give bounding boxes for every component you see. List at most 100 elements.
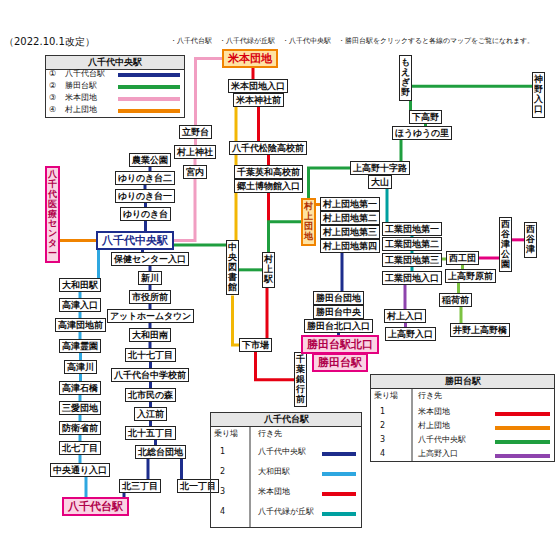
table-cell: 八千代中央駅 xyxy=(258,448,306,457)
table-cell: 米本団地 xyxy=(65,94,97,103)
bus-stop-box: 下市場 xyxy=(239,338,272,352)
stop-name: アットホームタウン xyxy=(110,311,191,321)
table-cell: 1 xyxy=(220,448,225,457)
route-bar xyxy=(118,109,180,113)
bus-stop-box: 千葉英和高校前 xyxy=(234,165,303,179)
table-cell: 行き先 xyxy=(258,430,282,439)
stop-name: 稲荷前 xyxy=(442,295,469,305)
table-cell: 行き先 xyxy=(418,392,442,401)
bus-stop-box: アットホームタウン xyxy=(107,309,194,323)
route-line xyxy=(196,59,223,126)
bus-stop-box: 八千代松陰高校前 xyxy=(229,141,307,155)
route-line xyxy=(252,68,255,79)
route-line xyxy=(309,168,351,198)
bus-stop-box: 工業団地第一 xyxy=(382,222,442,236)
stop-name: 高津川 xyxy=(67,362,94,372)
stop-name: 大和田駅 xyxy=(62,280,98,290)
stop-name: 大山 xyxy=(371,177,389,187)
table-cell: 村上団地 xyxy=(418,422,450,431)
bus-stop-box: 稲荷前 xyxy=(439,293,472,307)
route-line xyxy=(386,189,389,222)
stop-name: 高津団地前 xyxy=(58,320,103,330)
table-cell: 2 xyxy=(380,422,385,431)
table-cell: 八千代中央駅 xyxy=(418,436,466,445)
stop-name: 村上団地第二 xyxy=(323,213,377,223)
note-text: ・八千代台駅 ・八千代緑が丘駅 ・八千代中央駅 ・勝田台駅をクリックすると各線の… xyxy=(170,38,534,46)
stop-name: 大和田南 xyxy=(132,330,168,340)
table-cell: 4 xyxy=(380,450,385,459)
stop-name: 北総台団地 xyxy=(138,447,183,457)
stop-name: 村上団地 xyxy=(304,202,313,242)
stop-name: 高津石橋 xyxy=(62,383,98,393)
stop-name: 勝田台駅 xyxy=(318,356,362,369)
table-cell: 勝田台駅 xyxy=(65,82,97,91)
bus-stop-box: ゆりのき台一 xyxy=(115,189,175,203)
bus-stop-box: 工業団地第二 xyxy=(382,237,442,251)
stop-name: 工業団地第三 xyxy=(385,255,439,265)
terminal-station-box: 八千代台駅 xyxy=(62,497,129,516)
bus-stop-box: 勝田台北口入口 xyxy=(304,319,373,333)
stop-name: 勝田台中央 xyxy=(316,307,361,317)
bus-stop-box: 北総台団地 xyxy=(135,445,186,459)
stop-name: 千葉銀行前 xyxy=(296,355,305,404)
bus-stop-box: ほうゆうの里 xyxy=(392,126,452,140)
stop-name: 高津霊園 xyxy=(62,341,98,351)
bus-stop-box: 米本団地入口 xyxy=(228,79,288,93)
panel-heading: 八千代台駅 xyxy=(211,413,361,427)
stop-name: 勝田台団地 xyxy=(316,293,361,303)
table-cell: 乗り場 xyxy=(214,430,238,439)
route-line xyxy=(460,307,463,323)
stop-name: 神野入口 xyxy=(534,75,543,115)
bus-stop-box: 村上団地第三 xyxy=(320,225,380,239)
route-line xyxy=(400,140,403,161)
stop-name: 井野上高野橋 xyxy=(453,325,507,335)
table-cell: 1 xyxy=(380,408,385,417)
route-line xyxy=(257,107,260,141)
stop-name: 中央通り入口 xyxy=(53,465,107,475)
table-cell: 2 xyxy=(220,468,225,477)
bus-stop-box: 農業公園 xyxy=(129,153,171,167)
stop-name: 北十七丁目 xyxy=(128,350,173,360)
bus-stop-box: 立野台 xyxy=(179,125,212,139)
terminal-station-box: 勝田台駅北口 xyxy=(301,335,379,354)
route-line xyxy=(79,455,82,463)
route-line xyxy=(479,257,499,260)
stop-name: 防衛省前 xyxy=(62,423,98,433)
route-bar xyxy=(495,440,550,444)
route-line xyxy=(269,222,302,252)
route-line xyxy=(266,288,269,338)
table-cell: ③ xyxy=(49,94,56,103)
stop-name: 高津入口 xyxy=(62,300,98,310)
stop-name: 八千代医療センター xyxy=(48,170,57,259)
bus-stop-box: 村上団地 xyxy=(301,198,316,246)
table-cell: ④ xyxy=(49,106,56,115)
bus-stop-box: 新川 xyxy=(138,271,162,285)
route-line xyxy=(409,101,412,110)
stop-name: 三愛団地 xyxy=(62,403,98,413)
stop-name: 上高野入口 xyxy=(388,329,433,339)
bus-stop-box: 八千代台中学校前 xyxy=(111,368,189,382)
bus-stop-box: 上高野十字路 xyxy=(350,161,410,175)
bus-stop-box: 北一丁目 xyxy=(177,479,219,493)
bus-stop-box: 西谷津 xyxy=(524,222,537,258)
bus-stop-box: 下高野 xyxy=(409,110,442,124)
table-rule xyxy=(250,427,251,527)
route-bar xyxy=(322,452,356,456)
stop-name: 北市民の森 xyxy=(128,390,173,400)
stop-name: 村上団地第一 xyxy=(323,199,377,209)
route-line xyxy=(412,85,532,88)
stop-name: 村上入口 xyxy=(387,311,423,321)
route-bar xyxy=(495,426,550,430)
route-line xyxy=(174,179,195,241)
table-cell: 上高野入口 xyxy=(418,450,458,459)
stop-name: 立野台 xyxy=(182,127,209,137)
route-bar xyxy=(495,454,550,458)
stop-name: ゆりのき台二 xyxy=(118,173,172,183)
bus-stop-box: 北十五丁目 xyxy=(125,426,176,440)
bus-stop-box: 西谷津公園 xyxy=(499,217,512,272)
bus-stop-box: 村上団地第二 xyxy=(320,211,380,225)
bus-stop-box: もえぎ野 xyxy=(399,55,412,101)
stop-name: 宮内 xyxy=(186,167,204,177)
bus-stop-box: 西工団 xyxy=(446,251,479,265)
table-cell: 大和田駅 xyxy=(258,468,290,477)
